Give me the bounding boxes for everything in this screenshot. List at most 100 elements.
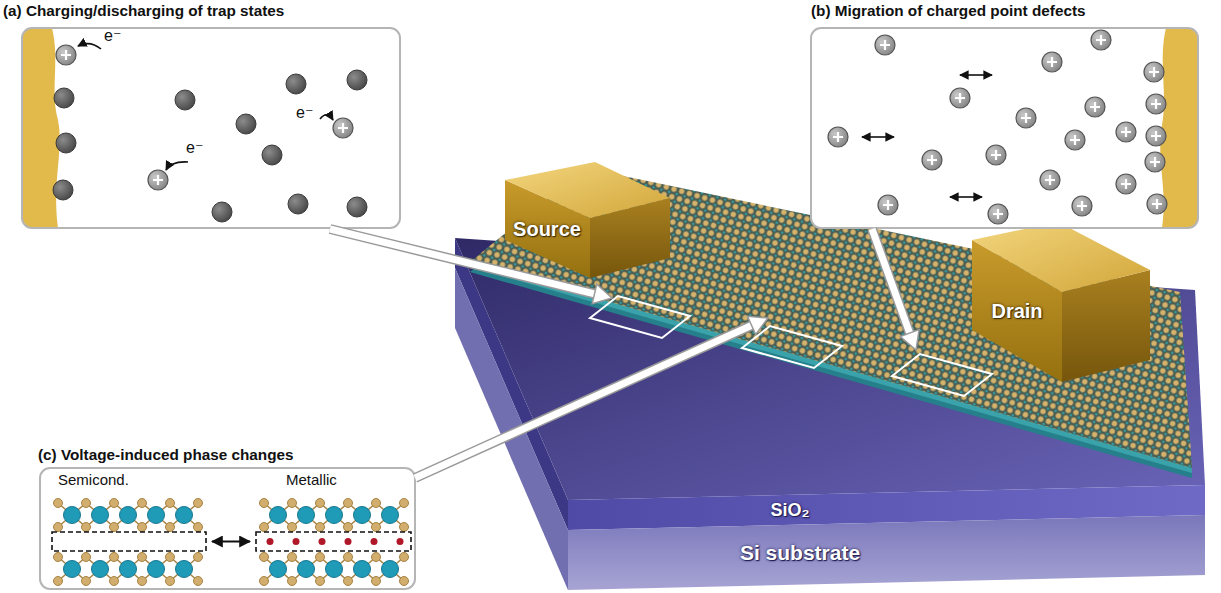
callout-arrow [872,229,910,333]
panel-a-illustration [286,74,306,94]
panel-b-illustration [828,127,848,147]
panel-b-illustration [1160,28,1198,228]
panel-c-illustration [40,468,415,589]
panel-a-illustration [166,162,188,170]
electrode-block: Drain [991,300,1042,323]
drain-electrode [972,222,1150,382]
panel-b-illustration [875,35,895,55]
phase-label: Metallic [286,471,337,488]
panel-a-illustration [347,70,367,90]
panel-a-illustration [320,115,333,120]
part-label: Drain [991,300,1042,323]
panel-c-illustration [212,541,250,543]
region-marker [590,296,992,396]
callout-arrow [900,330,919,350]
panel-b-illustration [1146,126,1166,146]
source-electrode [505,162,670,278]
panel-b-illustration [1116,174,1136,194]
panel-c-illustration [256,532,411,551]
electrode-block: Source [513,218,581,241]
panel-a-illustration [333,118,353,138]
callout-arrow [748,316,769,334]
panel-c-illustration [397,538,404,545]
panel-a-illustration [22,28,400,228]
phase-label: Semicond. [58,471,129,488]
panel-b-illustration [1072,196,1092,216]
source-electrode [505,162,670,218]
panel-c-illustration [267,538,404,545]
panel-b-illustration [1116,122,1136,142]
inset-panel: (b) Migration of charged point defects [811,2,1211,230]
panel-a-illustration [78,44,333,170]
panel-b-illustration [811,28,1198,228]
oxide-layer: SiO₂ [770,500,809,521]
panel-b-illustration [811,28,1198,228]
panel-b-illustration [1144,62,1164,82]
panel-a-illustration [78,44,101,49]
panel-b-illustration [1065,130,1085,150]
panel-b-illustration [878,195,898,215]
panel-c-illustration [260,553,409,586]
electron-label: e⁻ [186,138,203,157]
panel-b-illustration [988,204,1008,224]
panel-heading: (a) Charging/discharging of trap states [3,2,403,20]
panel-b-illustration [1091,30,1111,50]
panel-b-illustration [1147,194,1167,214]
panel-b-illustration [1085,97,1105,117]
panel-b-illustration [960,74,992,76]
panel-b-illustration [1145,152,1165,172]
panel-c-illustration [54,553,203,586]
panel-a-illustration [53,180,73,200]
panel-c-illustration [52,532,206,551]
panel-a-illustration [22,28,400,228]
panel-b-illustration [950,88,970,108]
panel-a-illustration [236,114,256,134]
panel-a-illustration [347,197,367,217]
panel-b-illustration [862,75,992,197]
electron-label: e⁻ [104,26,121,45]
panel-a-illustration [262,145,282,165]
panel-b-illustration [1146,94,1166,114]
panel-c-illustration [371,538,378,545]
panel-c-illustration [345,538,352,545]
part-label: Si substrate [740,541,860,565]
drain-electrode [972,222,1150,292]
panel-a-illustration [22,28,60,228]
panel-b-illustration [1016,108,1036,128]
callout-arrow [415,325,752,478]
panel-heading: (c) Voltage-induced phase changes [38,446,418,464]
panel-c-illustration [319,538,326,545]
inset-panel: (a) Charging/discharging of trap states [3,2,403,230]
panel-a-illustration [56,133,76,153]
panel-a-illustration [56,45,76,65]
panel-a-illustration [22,28,400,228]
panel-b-illustration [811,28,1198,228]
panel-c-illustration [267,538,274,545]
panel-c-illustration [260,499,409,532]
panel-a-illustration [54,88,74,108]
panel-b-illustration [1040,170,1060,190]
inset-panel: (c) Voltage-induced phase changes [38,446,418,589]
panel-c-illustration [40,468,415,589]
panel-b-illustration [862,136,894,138]
panel-a-illustration [148,170,168,190]
panel-a-illustration [212,202,232,222]
panel-b-illustration [986,145,1006,165]
callout-arrow [592,284,612,303]
panel-heading: (b) Migration of charged point defects [811,2,1211,20]
panel-b-illustration [950,196,982,198]
part-label: SiO₂ [770,500,809,521]
panel-a-illustration [288,194,308,214]
panel-c-illustration [293,538,300,545]
region-marker [892,354,992,396]
substrate-layer: Si substrate [740,541,860,565]
panel-b-illustration [922,150,942,170]
part-label: Source [513,218,581,241]
panel-c-illustration [54,499,203,532]
electron-label: e⁻ [296,103,313,122]
region-marker [590,296,690,338]
